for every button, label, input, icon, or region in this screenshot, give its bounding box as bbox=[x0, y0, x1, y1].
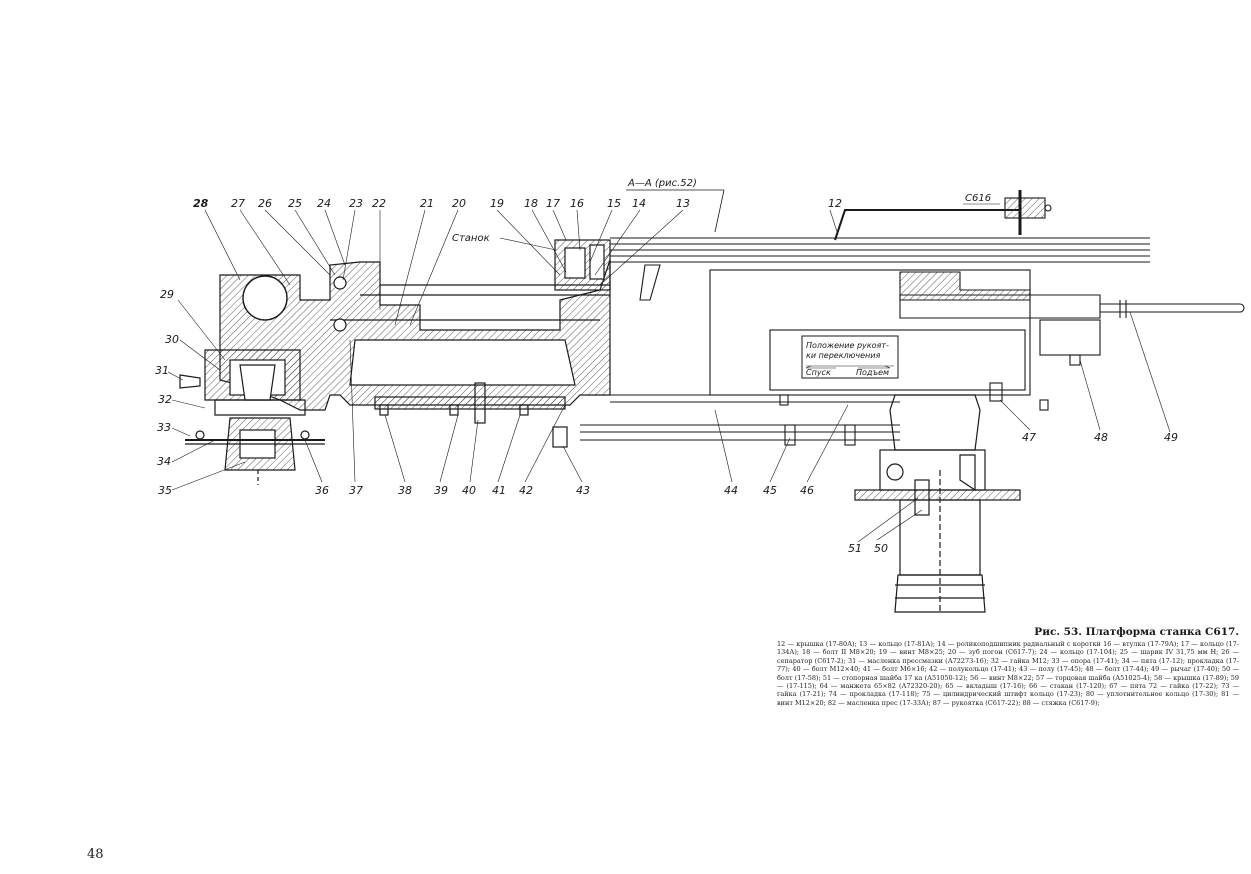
part-label-50: 50 bbox=[874, 542, 888, 555]
part-label-27: 27 bbox=[231, 197, 245, 210]
part-label-20: 20 bbox=[452, 197, 466, 210]
part-label-36: 36 bbox=[315, 484, 329, 497]
part-label-35: 35 bbox=[158, 484, 172, 497]
left-support bbox=[179, 349, 325, 485]
part-label-46: 46 bbox=[800, 484, 814, 497]
page-number: 48 bbox=[87, 847, 104, 862]
control-box-line2: ки переключения bbox=[806, 351, 880, 360]
part-label-41: 41 bbox=[492, 484, 506, 497]
part-label-13: 13 bbox=[676, 197, 690, 210]
machine-label: Станок bbox=[452, 233, 490, 244]
section-label: A—A (рис.52) bbox=[627, 178, 697, 189]
part-label-23: 23 bbox=[349, 197, 363, 210]
part-label-21: 21 bbox=[420, 197, 434, 210]
part-label-24: 24 bbox=[317, 197, 331, 210]
part-label-15: 15 bbox=[607, 197, 621, 210]
part-label-39: 39 bbox=[434, 484, 448, 497]
part-labels: 28 27 26 25 24 23 22 21 20 19 18 17 16 15 14 13 12 29 30 31… bbox=[155, 197, 1178, 555]
section-label-group: A—A (рис.52) bbox=[626, 178, 725, 233]
part-label-29: 29 bbox=[160, 288, 174, 301]
part-label-16: 16 bbox=[570, 197, 584, 210]
part-label-49: 49 bbox=[1164, 431, 1178, 444]
part-label-48: 48 bbox=[1094, 431, 1108, 444]
housing-section bbox=[219, 239, 611, 448]
boom-arm bbox=[580, 190, 1245, 446]
part-label-42: 42 bbox=[519, 484, 533, 497]
part-label-31: 31 bbox=[155, 364, 169, 377]
part-label-43: 43 bbox=[576, 484, 590, 497]
part-label-37: 37 bbox=[349, 484, 363, 497]
control-box-right: Подъем bbox=[856, 368, 889, 377]
part-label-17: 17 bbox=[546, 197, 560, 210]
part-label-26: 26 bbox=[258, 197, 272, 210]
part-label-12: 12 bbox=[828, 197, 842, 210]
part-label-40: 40 bbox=[462, 484, 476, 497]
part-label-51: 51 bbox=[848, 542, 862, 555]
part-label-14: 14 bbox=[632, 197, 646, 210]
part-label-19: 19 bbox=[490, 197, 504, 210]
part-label-38: 38 bbox=[398, 484, 412, 497]
part-label-18: 18 bbox=[524, 197, 538, 210]
part-label-22: 22 bbox=[372, 197, 386, 210]
part-label-44: 44 bbox=[724, 484, 738, 497]
part-label-30: 30 bbox=[165, 333, 179, 346]
control-box-line1: Положение рукоят- bbox=[806, 341, 889, 350]
part-label-25: 25 bbox=[288, 197, 302, 210]
part-label-34: 34 bbox=[157, 455, 171, 468]
figure-caption-title: Рис. 53. Платформа станка С617. bbox=[1034, 626, 1239, 638]
leader-lines bbox=[167, 209, 1171, 543]
control-box-left: Спуск bbox=[806, 368, 831, 377]
part-label-33: 33 bbox=[157, 421, 171, 434]
figure-caption-text: 12 — крышка (17-80А); 13 — кольцо (17-81… bbox=[777, 640, 1239, 707]
control-position-box: Положение рукоят- ки переключения Спуск … bbox=[801, 335, 899, 379]
external-label: С616 bbox=[965, 193, 991, 204]
part-label-28: 28 bbox=[193, 197, 209, 210]
vertical-column bbox=[854, 394, 1021, 613]
part-label-32: 32 bbox=[158, 393, 172, 406]
part-label-47: 47 bbox=[1022, 431, 1036, 444]
part-label-45: 45 bbox=[763, 484, 777, 497]
